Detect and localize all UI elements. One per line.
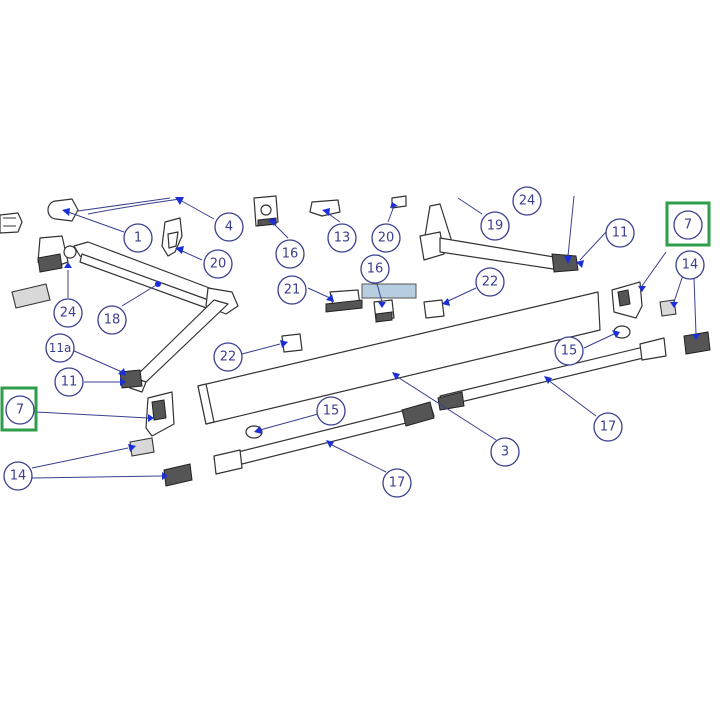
slider-14-left-bottom-part (163, 463, 193, 487)
slider-14-left-top-part (129, 437, 155, 457)
svg-text:24: 24 (519, 194, 536, 209)
right-arm-part (419, 203, 579, 273)
end-cap-7-right-part (611, 281, 643, 319)
svg-text:22: 22 (482, 275, 499, 290)
svg-text:7: 7 (16, 403, 24, 418)
callout-22-left: 22 (213, 342, 243, 372)
callout-3: 3 (490, 437, 520, 467)
lead-bar-right-part (437, 337, 667, 411)
svg-text:16: 16 (282, 247, 299, 262)
svg-text:14: 14 (10, 469, 27, 484)
callout-19: 19 (480, 211, 510, 241)
svg-text:3: 3 (501, 445, 509, 460)
svg-text:20: 20 (210, 257, 227, 272)
arm-bracket-part (37, 235, 77, 273)
svg-text:18: 18 (104, 313, 121, 328)
bracket-21-part (325, 289, 363, 313)
svg-text:15: 15 (561, 344, 578, 359)
front-profile-part (197, 291, 601, 425)
callout-11-left: 11 (54, 367, 84, 397)
leader-lines (31, 195, 700, 480)
callout-13: 13 (327, 223, 357, 253)
callout-17-right: 17 (593, 412, 623, 442)
callout-24-right: 24 (512, 186, 542, 216)
callout-20-left: 20 (203, 249, 233, 279)
callout-4: 4 (214, 212, 244, 242)
bracket-20-part (161, 217, 183, 257)
callout-11-right: 11 (605, 218, 635, 248)
svg-text:22: 22 (220, 350, 237, 365)
callout-7-left: 7 (5, 395, 35, 425)
callout-20-right: 20 (371, 223, 401, 253)
svg-text:1: 1 (134, 231, 142, 246)
svg-text:20: 20 (378, 231, 395, 246)
svg-text:17: 17 (389, 476, 406, 491)
bracket-16-mid-part (373, 299, 395, 323)
highlight-box-7-left (0, 386, 38, 432)
svg-text:4: 4 (225, 220, 233, 235)
callout-17-left: 17 (382, 468, 412, 498)
callout-24-left: 24 (53, 298, 83, 328)
svg-text:11: 11 (612, 226, 629, 241)
svg-text:16: 16 (367, 262, 384, 277)
highlight-box-7-right (665, 201, 711, 247)
svg-text:24: 24 (60, 306, 77, 321)
svg-text:19: 19 (487, 219, 504, 234)
end-cap-7-left-part (145, 391, 175, 437)
lead-bar-left-part (213, 401, 435, 475)
callout-16-mid: 16 (360, 254, 390, 284)
callout-1: 1 (123, 223, 153, 253)
callout-22-right: 22 (475, 267, 505, 297)
clip-13-part (309, 199, 341, 217)
callout-18: 18 (97, 305, 127, 335)
callout-15-left: 15 (316, 396, 346, 426)
lower-arm-part (119, 299, 229, 393)
edge-bracket-part (0, 212, 23, 234)
svg-text:13: 13 (334, 231, 351, 246)
svg-text:21: 21 (284, 283, 301, 298)
callout-7-right: 7 (673, 210, 703, 240)
callout-14-right: 14 (675, 250, 705, 280)
end-cap-grey-part (11, 283, 51, 309)
svg-text:7: 7 (684, 218, 692, 233)
highlight-label-bar (361, 283, 417, 299)
callout-11a: 11a (45, 333, 75, 363)
svg-text:11: 11 (61, 375, 78, 390)
svg-text:15: 15 (323, 404, 340, 419)
svg-text:17: 17 (600, 420, 617, 435)
callout-16-top: 16 (275, 239, 305, 269)
svg-text:14: 14 (682, 258, 699, 273)
svg-text:11a: 11a (49, 341, 72, 355)
clip-22-right-part (423, 299, 445, 319)
callout-14-left: 14 (3, 461, 33, 491)
slider-14-right-bottom-part (683, 331, 711, 355)
callout-15-right: 15 (554, 336, 584, 366)
callout-21: 21 (277, 275, 307, 305)
